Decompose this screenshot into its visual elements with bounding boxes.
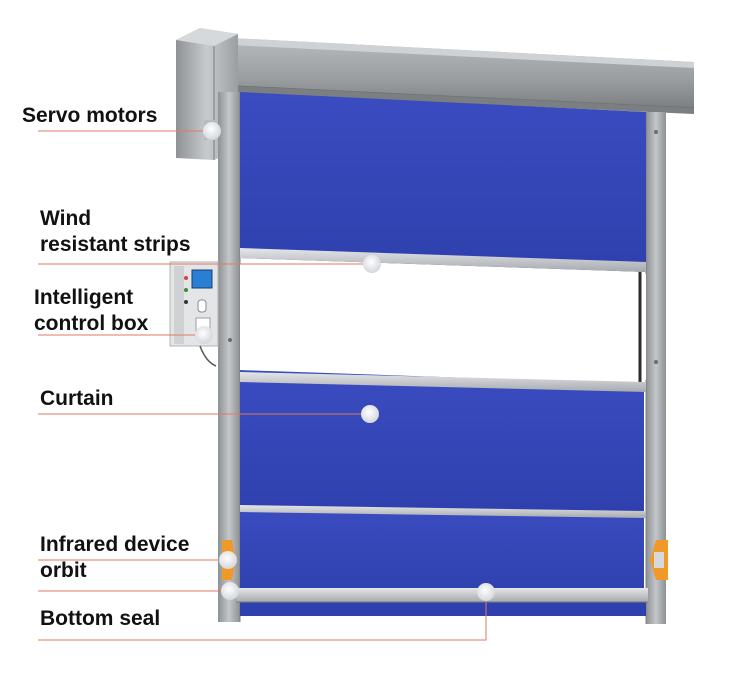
curtain-panels <box>240 92 646 616</box>
label-servo-motors: Servo motors <box>22 103 157 129</box>
marker-bottom-seal <box>477 583 495 601</box>
label-line: control box <box>34 312 149 335</box>
bottom-seal-bar <box>236 588 648 603</box>
header-box <box>231 38 695 114</box>
callout-markers <box>195 122 495 601</box>
label-line: Curtain <box>40 387 114 410</box>
label-line: Intelligent <box>34 286 134 309</box>
marker-wind-strips <box>363 255 381 273</box>
marker-servo-motors <box>203 122 221 140</box>
label-line: Infrared device <box>40 533 190 556</box>
label-line: Servo motors <box>22 104 158 127</box>
label-line: Bottom seal <box>40 607 161 630</box>
label-bottom-seal: Bottom seal <box>40 606 160 632</box>
label-infrared-device-orbit: Infrared device orbit <box>40 532 189 584</box>
label-line: resistant strips <box>40 233 191 256</box>
label-line: Wind <box>40 207 92 230</box>
leader-lines <box>38 130 487 641</box>
marker-curtain <box>361 405 379 423</box>
marker-infrared <box>219 551 237 569</box>
label-line: orbit <box>40 559 87 582</box>
label-intelligent-control-box: Intelligent control box <box>34 285 148 337</box>
marker-control-box <box>195 326 213 344</box>
wind-resistant-strips <box>240 248 646 518</box>
infrared-sensor-right <box>650 540 668 580</box>
marker-orbit <box>221 582 239 600</box>
control-box <box>169 261 219 367</box>
label-wind-resistant-strips: Wind resistant strips <box>40 206 191 258</box>
label-curtain: Curtain <box>40 386 114 412</box>
